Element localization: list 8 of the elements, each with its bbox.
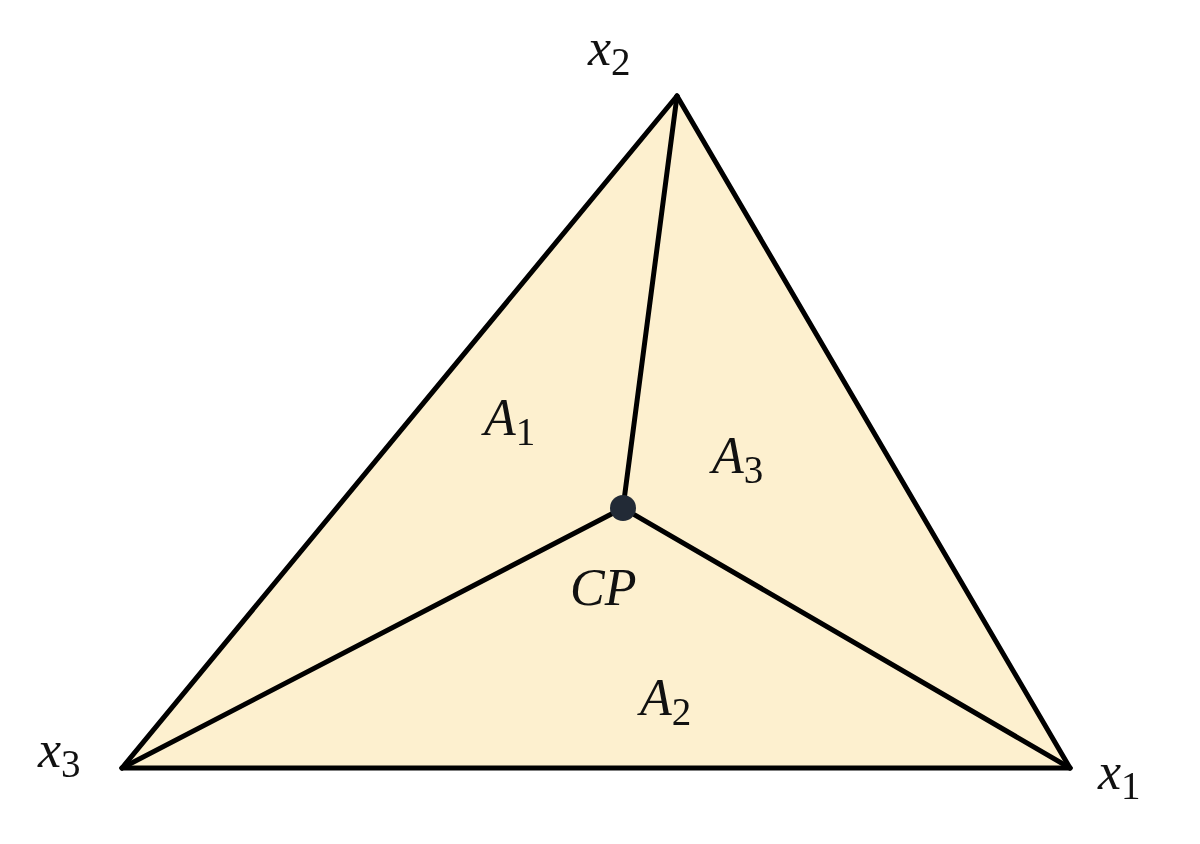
line xyxy=(631,512,1073,771)
line xyxy=(119,93,680,771)
vertex-label: x$_{2}$ xyxy=(588,22,631,81)
vertex-label: x$_{3}$ xyxy=(38,724,81,783)
line xyxy=(119,511,614,771)
point-label: CP xyxy=(570,562,637,614)
vertex-label: x$_{1}$ xyxy=(1098,746,1141,805)
line xyxy=(622,93,680,498)
